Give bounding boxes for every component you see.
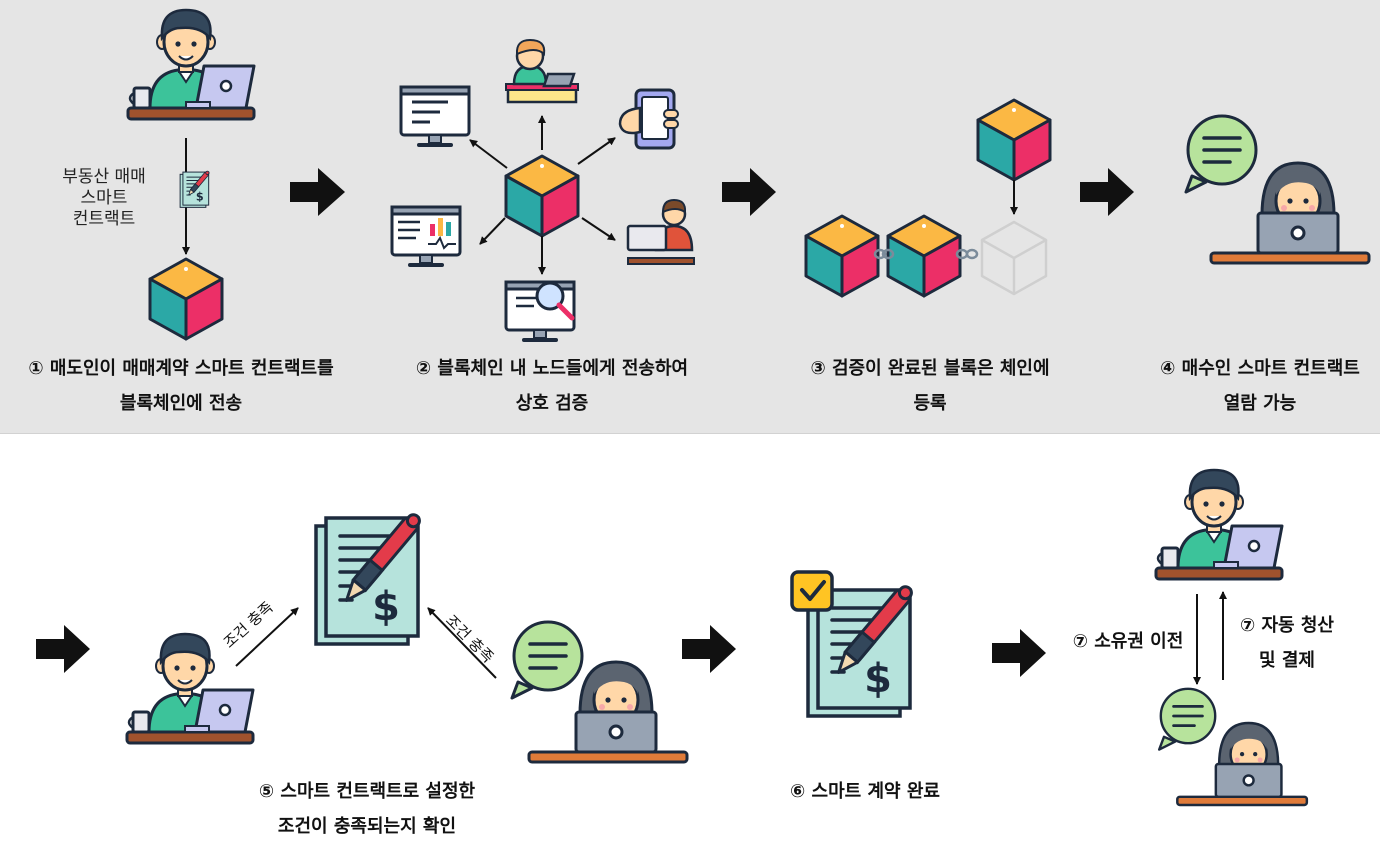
step7b-caption: ⑦ 자동 청산 및 결제	[1220, 608, 1354, 678]
dashboard-node-icon	[390, 205, 462, 269]
step1-caption: ① 매도인이 매매계약 스마트 컨트랙트를 블록체인에 전송	[0, 351, 362, 421]
block-cube-icon	[976, 98, 1052, 182]
chain-link-icon	[873, 248, 895, 260]
step1-caption-line1: ① 매도인이 매매계약 스마트 컨트랙트를	[28, 358, 334, 379]
person-at-desk-node-icon	[626, 198, 695, 265]
block-cube-icon	[504, 154, 580, 238]
contract-note-line3: 컨트랙트	[72, 209, 136, 229]
step4-caption-line2: 열람 가능	[1223, 393, 1297, 414]
big-right-arrow-icon	[1080, 168, 1134, 216]
block-cube-icon	[804, 214, 880, 298]
step6-caption-line1: ⑥ 스마트 계약 완료	[790, 781, 940, 802]
person-at-desk-node-icon	[505, 38, 579, 104]
contract-document-icon	[314, 509, 426, 646]
speech-bubble-icon	[1184, 114, 1258, 194]
smartphone-node-icon	[618, 88, 679, 150]
step2-caption: ② 블록체인 내 노드들에게 전송하여 상호 검증	[380, 351, 724, 421]
speech-bubble-icon	[1157, 687, 1217, 751]
step7a-caption: ⑦ 소유권 이전	[1058, 624, 1198, 659]
big-right-arrow-icon	[722, 168, 776, 216]
contract-note: 부동산 매매 스마트 컨트랙트	[44, 167, 164, 230]
big-right-arrow-icon	[290, 168, 345, 216]
speech-bubble-icon	[510, 620, 584, 700]
contract-document-icon	[179, 169, 211, 208]
step1-caption-line2: 블록체인에 전송	[119, 393, 243, 414]
monitor-node-icon	[399, 85, 471, 149]
step5-caption: ⑤ 스마트 컨트랙트로 설정한 조건이 충족되는지 확인	[222, 774, 512, 844]
seller-at-laptop-icon	[126, 8, 256, 121]
step4-caption-line1: ④ 매수인 스마트 컨트랙트	[1160, 358, 1360, 379]
block-cube-icon	[886, 214, 962, 298]
search-monitor-node-icon	[504, 280, 576, 344]
step7b-caption-line1: ⑦ 자동 청산	[1239, 615, 1334, 636]
chain-link-icon	[955, 248, 979, 260]
step6-caption: ⑥ 스마트 계약 완료	[750, 774, 980, 809]
step2-caption-line2: 상호 검증	[515, 393, 589, 414]
section-divider	[0, 433, 1380, 434]
contract-complete-check-icon	[790, 570, 918, 718]
step7b-caption-line2: 및 결제	[1259, 650, 1315, 671]
contract-note-line2: 스마트	[80, 188, 128, 208]
step7a-caption-line1: ⑦ 소유권 이전	[1072, 631, 1184, 652]
block-cube-icon	[148, 257, 224, 341]
big-right-arrow-icon	[992, 629, 1046, 677]
step4-caption: ④ 매수인 스마트 컨트랙트 열람 가능	[1140, 351, 1380, 421]
step3-caption-line2: 등록	[913, 393, 947, 414]
step5-caption-line2: 조건이 충족되는지 확인	[277, 816, 457, 837]
big-right-arrow-icon	[36, 625, 90, 673]
step5-caption-line1: ⑤ 스마트 컨트랙트로 설정한	[258, 781, 476, 802]
seller-at-laptop-icon	[1154, 468, 1284, 581]
step2-caption-line1: ② 블록체인 내 노드들에게 전송하여	[415, 358, 689, 379]
big-right-arrow-icon	[682, 625, 736, 673]
empty-block-outline-icon	[980, 220, 1048, 296]
contract-note-line1: 부동산 매매	[62, 167, 146, 187]
step3-caption-line1: ③ 검증이 완료된 블록은 체인에	[810, 358, 1050, 379]
step3-caption: ③ 검증이 완료된 블록은 체인에 등록	[780, 351, 1080, 421]
